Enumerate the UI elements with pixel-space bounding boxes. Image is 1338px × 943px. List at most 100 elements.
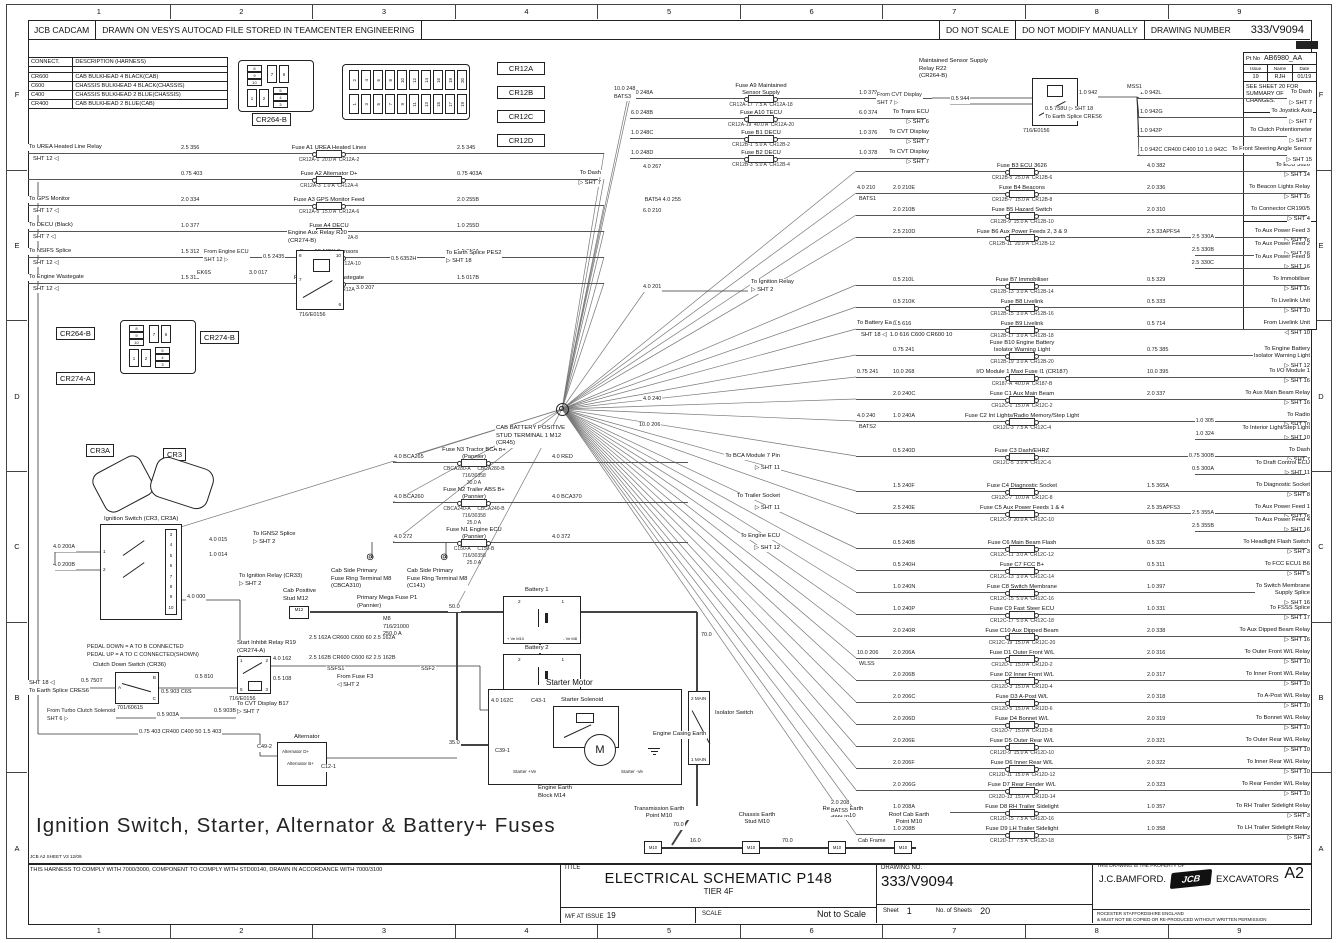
battery-pin: 2: [518, 599, 521, 604]
wire-label: 0.5 750T: [80, 678, 104, 686]
connector-pin: 3: [273, 101, 288, 108]
fuse-name: Fuse N3 Tractor BCA B+(Pannier): [442, 447, 506, 460]
connector-pin: 1: [349, 94, 359, 114]
wire-label: 716/E0156: [298, 312, 327, 320]
wire-destination: To Immobiliser: [1271, 276, 1311, 283]
wire-label: 2.0 206C: [892, 694, 917, 701]
wire-destination: To CVT Display: [888, 149, 930, 156]
relay-contact: [302, 280, 333, 299]
destination-sheet: SHT 12 ◁: [32, 260, 60, 267]
fuse-pins: CR12C-1 15.0 A CR12C-2: [991, 403, 1053, 409]
earth-stud: M10: [828, 841, 846, 854]
fuse-name: Fuse C8 Switch Membrane: [987, 584, 1057, 590]
drawing-no-value: 333/V9094: [881, 873, 954, 890]
wire-label: 1.0 255D: [456, 223, 481, 230]
connector-pin: 4: [155, 354, 170, 361]
connector-pin: 2: [259, 89, 269, 107]
component-pin: 2: [103, 567, 106, 572]
sheet-stamp: JCB A2 SHEET V3 12/09: [30, 854, 82, 859]
wire-line: [856, 491, 1307, 492]
connector-pin: 9: [129, 332, 144, 339]
wire-destination: SHT 18 ◁To Earth Splice CRES6: [28, 680, 90, 695]
destination-sheet: ▷ SHT 3: [1286, 813, 1311, 820]
wire-label: 0.5 108: [272, 676, 293, 684]
fuse-rating: 30.0 A: [466, 480, 482, 486]
fuse-name: Fuse B8 Livelink: [1000, 299, 1044, 305]
wire-destination: To CVT Display: [888, 129, 930, 136]
component-label: Starter +Ve: [512, 768, 538, 776]
fuse-symbol-icon: [312, 202, 346, 210]
fuse-name: Fuse C6 Main Beam Flash: [987, 540, 1057, 546]
fuse-name: Fuse B4 Beacons: [999, 185, 1045, 191]
destination-sheet: ▷ SHT 10: [1283, 435, 1311, 442]
fuse-pins: CR12D-5 15.0 A CR12D-6: [991, 706, 1053, 712]
connector-pin: 5: [155, 347, 170, 354]
wire-label: 2.0 206G: [892, 782, 917, 789]
fuse-symbol-icon: [1005, 418, 1039, 426]
wire-label: 1.0 942: [1078, 90, 1099, 98]
wire-label: 2.5 345: [456, 145, 477, 152]
wire-label: 0.75 403 CR400 C400 50 1.5 403: [138, 729, 223, 737]
issue-fill-1: [1244, 113, 1316, 222]
fuse-symbol-icon: [1005, 326, 1039, 334]
ruler-row: B: [7, 621, 27, 773]
component-label: Starter Motor: [545, 678, 594, 687]
fuse-rating: 25.0 A: [466, 560, 482, 566]
wire-label: 0.5 944: [950, 96, 971, 104]
wire-destination: To LH Trailer Sidelight Relay: [1235, 825, 1311, 832]
connector-pin: 20: [457, 70, 467, 90]
wire-destination: To Beacon Lights Relay: [1248, 184, 1311, 191]
component-pin: 6: [338, 302, 341, 307]
connector-pin: 15: [433, 94, 443, 114]
fuse-part-number: 716/30358: [462, 473, 486, 479]
fuse-name: Fuse C7 FCC B+: [999, 562, 1045, 568]
drawing-subtitle: TIER 4F: [703, 887, 734, 896]
wire-label: 1.0 379: [858, 90, 879, 97]
wire-line: [856, 680, 1307, 681]
scale-value: Not to Scale: [816, 909, 866, 919]
fuse-name: Fuse B6 Aux Power Feeds 2, 3 & 9: [976, 229, 1068, 235]
ruler-row: F: [1318, 90, 1324, 100]
wire-label: 1.0 248C: [630, 130, 655, 137]
component-label: Battery 1: [524, 587, 550, 595]
fuse-symbol-icon: [1005, 510, 1039, 518]
destination-sheet: ▷ SHT 7: [577, 180, 602, 187]
wire-label: 4.0 BCA260: [393, 494, 425, 501]
connector-pin: 1: [247, 89, 257, 107]
fuse-name: Fuse D8 RH Trailer Sidelight: [985, 804, 1059, 810]
wire-line: [856, 658, 1307, 659]
wire-label: C12-1: [320, 764, 337, 772]
component-pin: A: [118, 685, 122, 690]
fuse-pins: CR12A-17 7.5 A CR12A-18: [729, 102, 793, 108]
connector-pin: 1: [129, 349, 139, 367]
connector-pin: 9: [397, 94, 407, 114]
connector-pin: 5: [373, 94, 383, 114]
destination-sheet: ▷ SHT 16: [1283, 600, 1311, 607]
wire-label: 2.0 317: [1146, 672, 1167, 679]
wire-label: MSS1: [1126, 84, 1143, 92]
wire-label: 2.0 334: [180, 197, 201, 204]
wire-label: 1.5 365A: [1146, 483, 1171, 490]
component-label: Alternator B+: [286, 760, 315, 768]
destination-sheet: SHT 12 ◁: [32, 286, 60, 293]
sheets-label: No. of Sheets: [935, 908, 973, 914]
destination-sheet: ▷ SHT 10: [1283, 725, 1311, 732]
wire-destination: Engine Casing Earth: [652, 731, 708, 739]
issue-name: RJH: [1268, 73, 1293, 81]
connector-pin: 10: [397, 70, 407, 90]
sheet-size: A2: [1284, 865, 1304, 882]
ruler-row: C: [7, 471, 27, 622]
relay-coil: [313, 259, 330, 272]
fuse-pins: CR12D-7 15.0 A CR12D-8: [991, 728, 1053, 734]
